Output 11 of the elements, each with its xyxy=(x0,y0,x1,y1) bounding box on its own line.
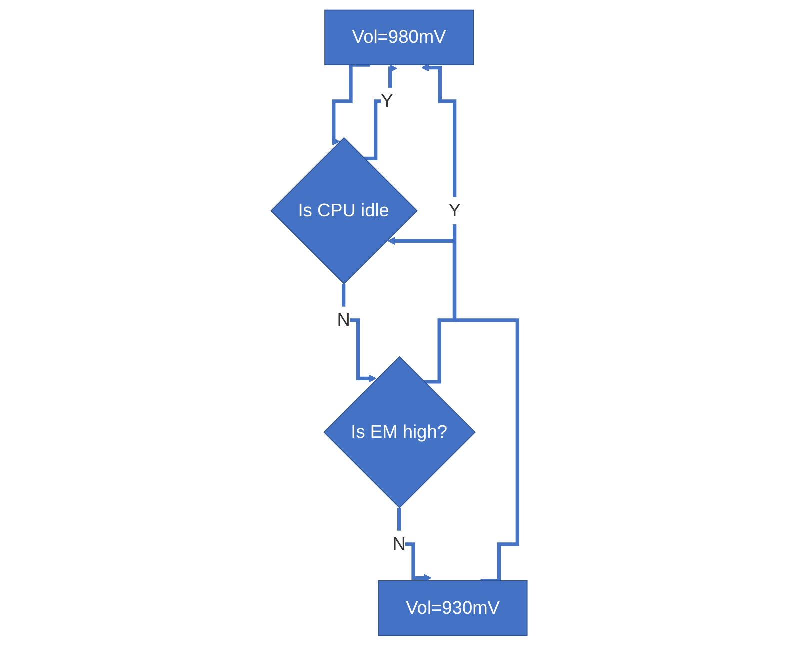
node-box: Vol=980mV xyxy=(324,10,474,66)
edge-label: N xyxy=(392,534,406,555)
edge-label: Y xyxy=(380,91,393,112)
edge-label: Y xyxy=(448,200,461,222)
node-diamond: Is EM high? xyxy=(323,356,476,509)
arrow xyxy=(421,64,456,384)
arrow xyxy=(364,64,398,161)
arrow xyxy=(332,63,370,146)
edge-label: N xyxy=(336,310,350,330)
node-diamond: Is CPU idle xyxy=(270,137,418,285)
node-box: Vol=930mV xyxy=(378,580,528,636)
